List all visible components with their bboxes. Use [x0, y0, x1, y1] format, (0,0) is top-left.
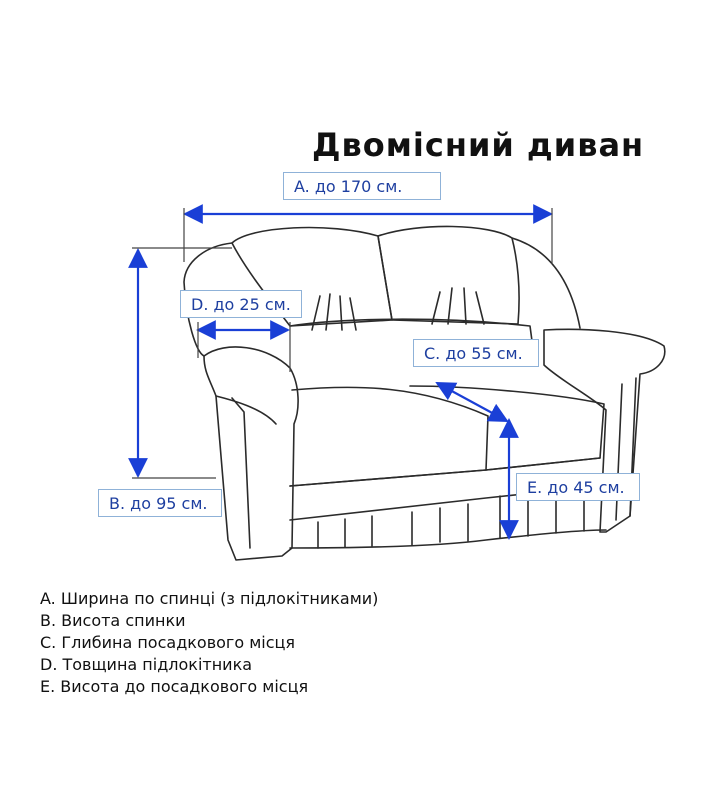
legend-list: A. Ширина по спинці (з підлокітниками) B…: [40, 588, 378, 698]
back-wing-right: [511, 237, 581, 329]
label-c: C. до 55 см.: [413, 339, 539, 367]
seat-cushion-left: [289, 386, 489, 487]
legend-item: E. Висота до посадкового місця: [40, 677, 309, 696]
arrow-c-depth: [435, 382, 509, 422]
legend-item: A. Ширина по спинці (з підлокітниками): [40, 589, 379, 608]
armrest-left: [203, 346, 299, 561]
armrest-right: [543, 328, 666, 533]
legend-item: B. Висота спинки: [40, 611, 186, 630]
sofa-diagram: [128, 204, 666, 561]
diagram-title: Двомісний диван: [312, 126, 645, 164]
back-wing-left: [183, 242, 233, 357]
dimension-arrows: [128, 204, 553, 540]
legend-item: C. Глибина посадкового місця: [40, 633, 296, 652]
label-b: B. до 95 см.: [98, 489, 222, 517]
back-cushion-right: [377, 225, 520, 325]
label-a: A. до 170 см.: [283, 172, 441, 200]
label-d: D. до 25 см.: [180, 290, 302, 318]
legend-item: D. Товщина підлокітника: [40, 655, 253, 674]
label-e: E. до 45 см.: [516, 473, 640, 501]
sofa-outline: [183, 225, 666, 561]
